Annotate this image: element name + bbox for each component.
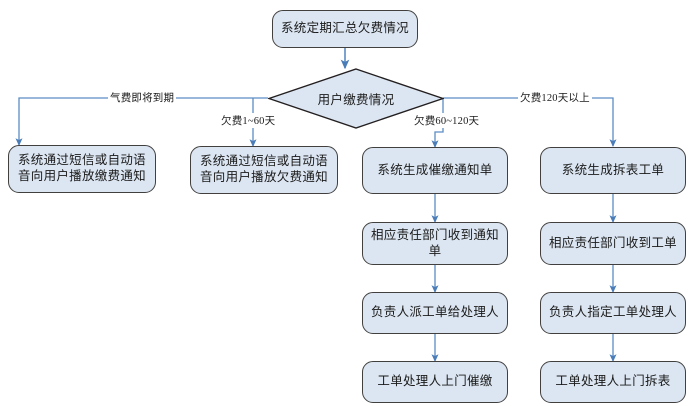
node-col4-step4-label: 工单处理人上门拆表 bbox=[555, 374, 671, 389]
node-start-label: 系统定期汇总欠费情况 bbox=[280, 21, 409, 36]
node-col3-step1[interactable]: 系统生成催缴通知单 bbox=[362, 147, 508, 194]
node-col3-step1-label: 系统生成催缴通知单 bbox=[377, 162, 493, 177]
node-col3-step2-label: 相应责任部门收到通知单 bbox=[370, 227, 499, 258]
node-col3-step2[interactable]: 相应责任部门收到通知单 bbox=[362, 222, 508, 265]
node-col3-step4-label: 工单处理人上门催缴 bbox=[377, 374, 493, 389]
node-col3-step3[interactable]: 负责人派工单给处理人 bbox=[362, 292, 508, 334]
edge-label-arrears-1-60: 欠费1~60天 bbox=[219, 113, 278, 128]
node-col3-step4[interactable]: 工单处理人上门催缴 bbox=[362, 361, 508, 403]
node-col2-step1[interactable]: 系统通过短信或自动语音向用户播放欠费通知 bbox=[190, 146, 338, 194]
node-col4-step2-label: 相应责任部门收到工单 bbox=[548, 235, 677, 250]
node-col4-step1[interactable]: 系统生成拆表工单 bbox=[540, 147, 686, 194]
diamond-shape bbox=[266, 68, 446, 129]
node-col3-step3-label: 负责人派工单给处理人 bbox=[370, 305, 499, 320]
node-col4-step4[interactable]: 工单处理人上门拆表 bbox=[540, 361, 686, 403]
node-col4-step2[interactable]: 相应责任部门收到工单 bbox=[540, 222, 686, 265]
node-col4-step1-label: 系统生成拆表工单 bbox=[561, 162, 665, 177]
edge-label-arrears-120-plus: 欠费120天以上 bbox=[518, 90, 592, 105]
node-col4-step3[interactable]: 负责人指定工单处理人 bbox=[540, 292, 686, 334]
node-col2-step1-label: 系统通过短信或自动语音向用户播放欠费通知 bbox=[199, 154, 328, 184]
edge-label-gas-expiring: 气费即将到期 bbox=[108, 90, 177, 105]
node-col1-step1[interactable]: 系统通过短信或自动语音向用户播放缴费通知 bbox=[8, 145, 156, 193]
node-col1-step1-label: 系统通过短信或自动语音向用户播放缴费通知 bbox=[17, 153, 146, 183]
node-start[interactable]: 系统定期汇总欠费情况 bbox=[272, 10, 418, 48]
edge-label-arrears-60-120: 欠费60~120天 bbox=[412, 113, 482, 128]
node-col4-step3-label: 负责人指定工单处理人 bbox=[548, 305, 677, 320]
